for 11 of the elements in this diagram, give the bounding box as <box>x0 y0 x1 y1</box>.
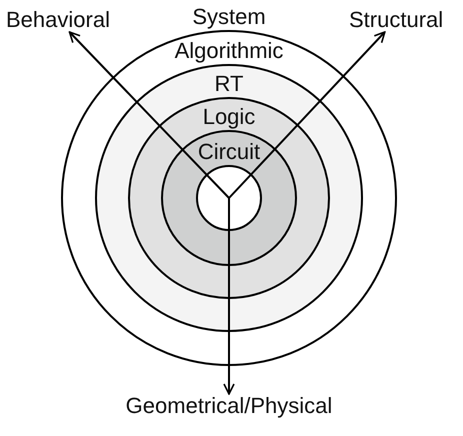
axis-label: Structural <box>349 8 444 32</box>
axis-arrow <box>228 31 386 199</box>
axis-arrow <box>223 198 235 395</box>
level-label: System <box>192 5 266 29</box>
level-label: Algorithmic <box>174 39 284 63</box>
axis-arrow <box>68 31 230 199</box>
level-label: Circuit <box>198 140 260 164</box>
axis-label: Behavioral <box>6 8 110 32</box>
level-label: RT <box>214 72 244 96</box>
axis-label: Geometrical/Physical <box>126 394 332 418</box>
level-label: Logic <box>202 105 256 129</box>
